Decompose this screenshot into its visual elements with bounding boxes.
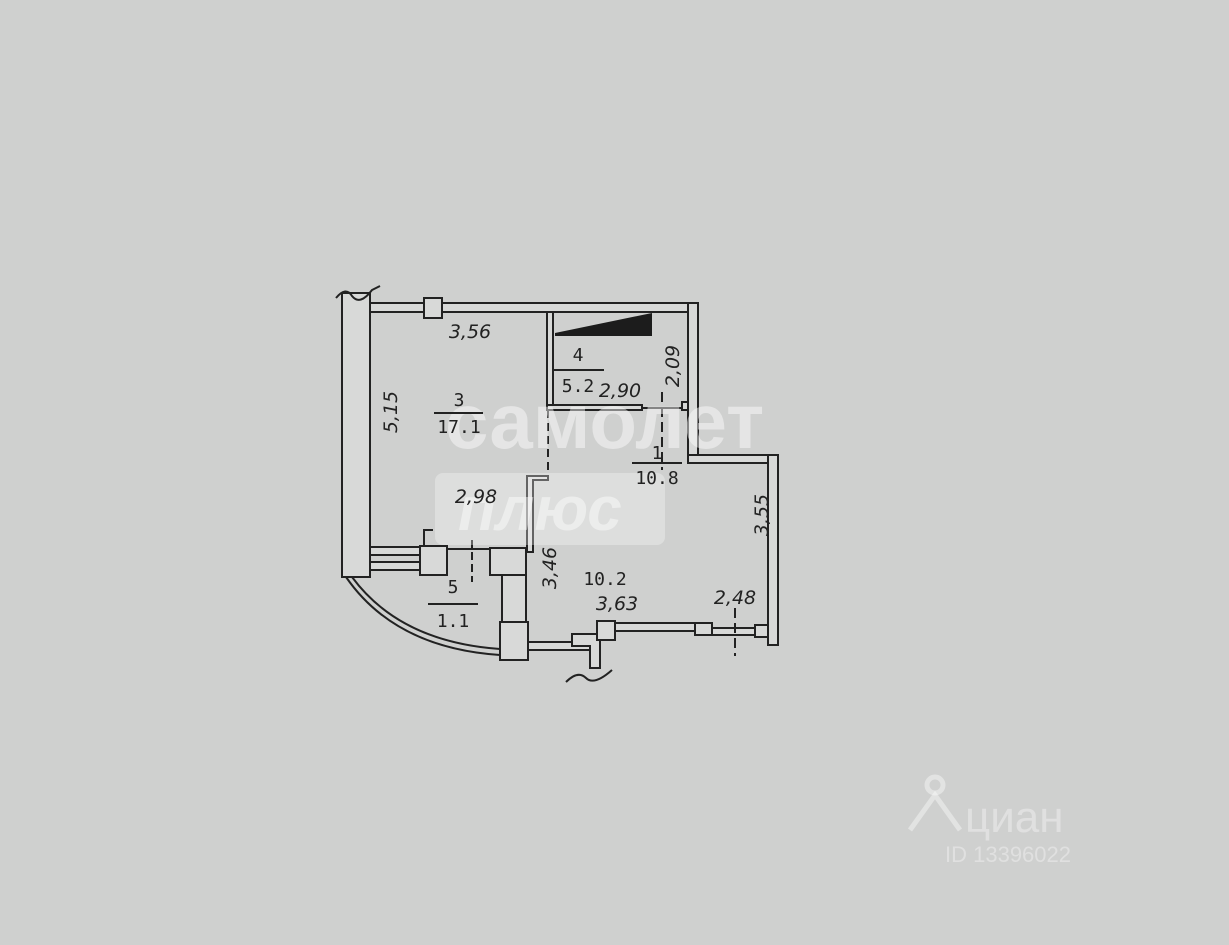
balcony-arc-outer xyxy=(345,576,501,656)
wall-stub xyxy=(423,529,433,546)
stair-triangle xyxy=(555,313,652,336)
cian-logo-text: циан xyxy=(965,793,1064,842)
room-3-area: 17.1 xyxy=(437,417,480,438)
room3-bottom-wall xyxy=(369,546,428,556)
room-5-area: 1.1 xyxy=(437,611,470,632)
top-wall xyxy=(369,302,699,313)
pillar xyxy=(489,547,527,576)
room-labels: 3 17.1 4 5.2 1 10.8 5 1.1 10.2 xyxy=(428,345,682,632)
dim-room3-bottom: 2,98 xyxy=(455,486,497,508)
wall-break-bottom xyxy=(565,669,613,683)
dim-right: 3,55 xyxy=(751,494,773,536)
watermark-brand: самолет xyxy=(445,377,764,465)
left-wall xyxy=(341,292,371,578)
pillar xyxy=(423,297,443,319)
dim-corridor: 3,46 xyxy=(539,547,561,589)
dim-room4-width: 2,90 xyxy=(599,380,641,402)
dim-bottom-right: 2,48 xyxy=(714,587,756,609)
room-1-number: 1 xyxy=(652,443,663,464)
bottom-wall xyxy=(614,622,696,632)
watermark-brand-sub: плюс xyxy=(458,475,622,544)
dimension-labels: 3,56 5,15 2,90 2,09 2,98 3,46 3,55 3,63 … xyxy=(380,321,773,615)
dim-left: 5,15 xyxy=(380,391,402,433)
watermark-samolet: самолет плюс xyxy=(435,377,764,545)
area-label: 10.2 xyxy=(583,569,626,590)
wall-break-top xyxy=(335,285,381,301)
walls xyxy=(335,285,779,683)
room-4-area: 5.2 xyxy=(562,376,595,397)
wall-step xyxy=(694,622,713,636)
watermark-box xyxy=(435,473,665,545)
pillar xyxy=(499,621,529,661)
cian-pin-icon xyxy=(907,774,963,832)
dimension-marks xyxy=(471,392,736,656)
room-1-area: 10.8 xyxy=(635,468,678,489)
wall-stub xyxy=(754,624,769,638)
pillar xyxy=(419,545,448,576)
dim-room4-height: 2,09 xyxy=(662,345,684,387)
room-4-number: 4 xyxy=(573,345,584,366)
cian-watermark: циан ID 13396022 xyxy=(907,774,1071,867)
window xyxy=(369,561,423,571)
cian-id: ID 13396022 xyxy=(945,842,1071,867)
dim-top: 3,56 xyxy=(449,321,491,343)
pillar xyxy=(596,620,616,641)
balcony-arc-inner xyxy=(351,576,501,650)
room-5-number: 5 xyxy=(448,577,459,598)
balcony-wall xyxy=(501,574,527,626)
room4-wall-stub xyxy=(681,401,689,411)
dim-bottom: 3,63 xyxy=(596,593,638,615)
right-wall-lower xyxy=(767,454,779,646)
room-3-number: 3 xyxy=(454,390,465,411)
